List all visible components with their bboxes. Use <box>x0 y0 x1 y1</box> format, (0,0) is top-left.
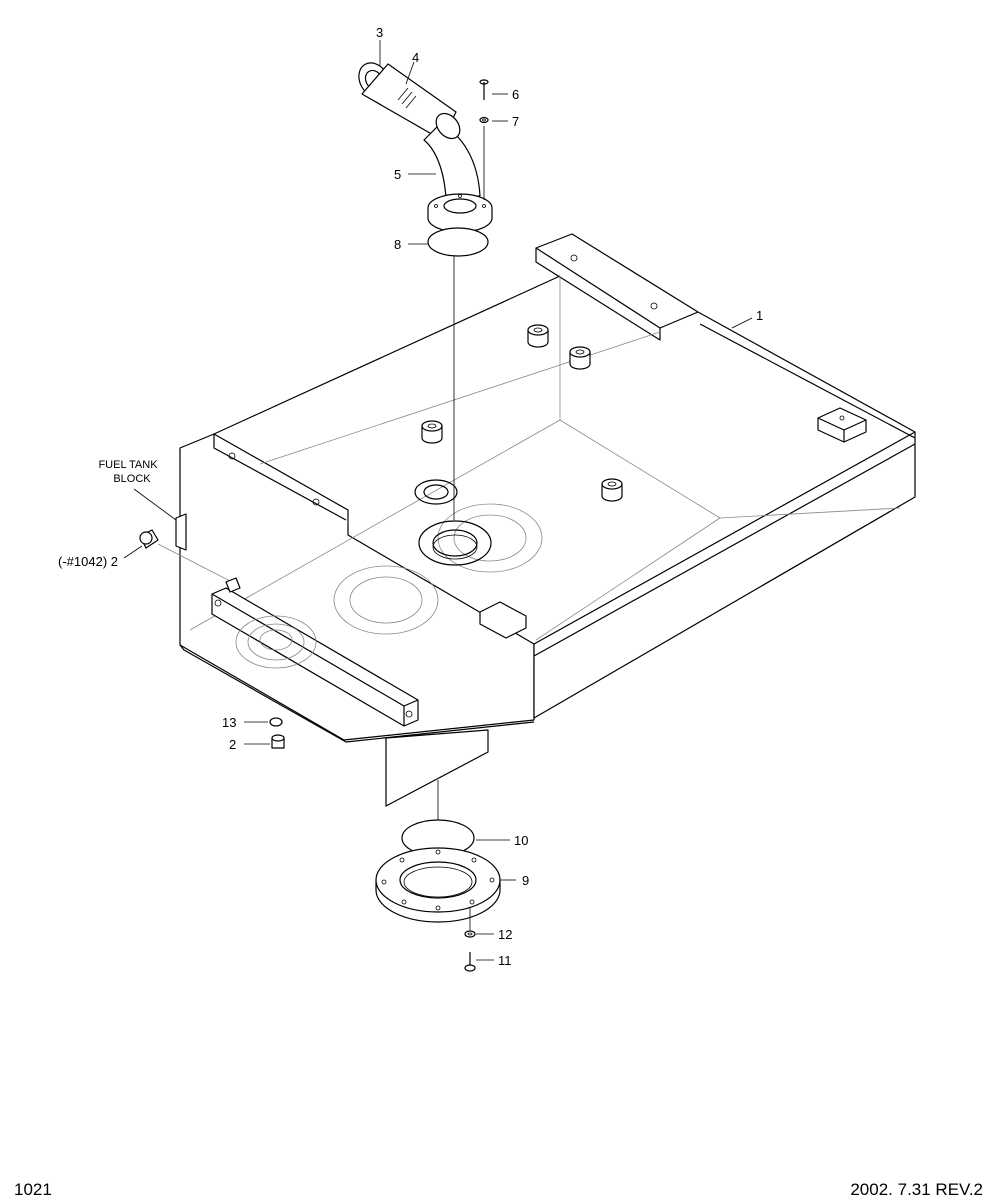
callout-13: 13 <box>222 715 236 730</box>
callout-2-serial: (-#1042) 2 <box>58 554 118 569</box>
callout-6: 6 <box>512 87 519 102</box>
filler-bolts <box>479 79 489 124</box>
bottom-cover-washer <box>464 930 476 938</box>
drain-plug-side <box>139 529 241 593</box>
fuel-tank-block-note-line1: FUEL TANK <box>98 459 158 471</box>
callout-8: 8 <box>394 237 401 252</box>
bottom-cover-bolt <box>464 952 476 972</box>
filler-strainer <box>361 63 457 141</box>
callout-7: 7 <box>512 114 519 129</box>
page-number: 1021 <box>14 1180 52 1199</box>
tank-floor-openings <box>235 479 543 669</box>
filler-gasket <box>427 227 489 257</box>
callout-5: 5 <box>394 167 401 182</box>
rubber-mounts <box>421 324 623 502</box>
callout-1: 1 <box>756 308 763 323</box>
fuel-tank-block-note-line2: BLOCK <box>113 473 151 485</box>
callout-4: 4 <box>412 50 419 65</box>
revision-date: 2002. 7.31 REV.2 <box>850 1180 983 1199</box>
drain-plug-bottom <box>271 734 285 749</box>
filler-neck <box>423 112 493 233</box>
leader-lines <box>123 40 753 961</box>
bottom-cover-plate <box>375 847 501 923</box>
callout-3: 3 <box>376 25 383 40</box>
fuel-tank-body <box>175 233 916 807</box>
callout-11: 11 <box>498 953 512 968</box>
callout-10: 10 <box>514 833 528 848</box>
callout-9: 9 <box>522 873 529 888</box>
o-ring <box>269 717 283 727</box>
callout-2: 2 <box>229 737 236 752</box>
callout-12: 12 <box>498 927 512 942</box>
